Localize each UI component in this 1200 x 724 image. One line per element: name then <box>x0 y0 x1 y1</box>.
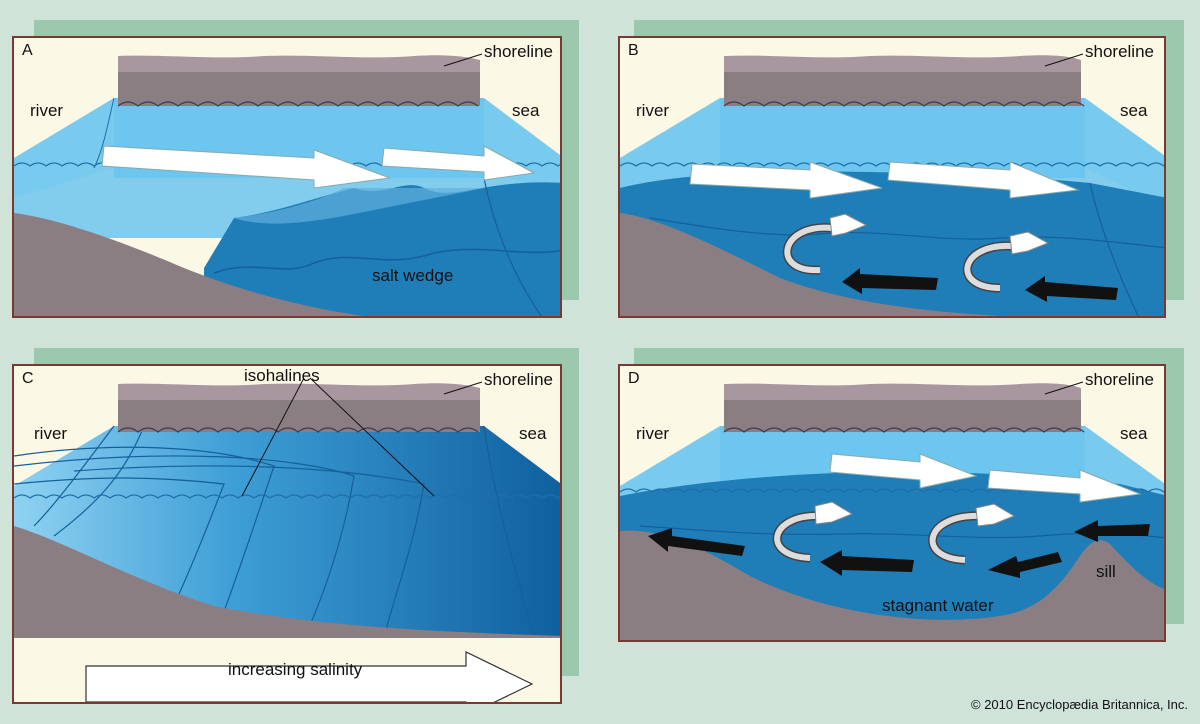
river-label: river <box>30 101 64 120</box>
sea-label: sea <box>1120 424 1148 443</box>
copyright: © 2010 Encyclopædia Britannica, Inc. <box>971 697 1188 712</box>
sill-label: sill <box>1096 562 1116 581</box>
flow-arrow <box>381 145 536 181</box>
panel-b-frame: B shoreline river sea <box>618 36 1166 318</box>
shoreline-block <box>118 68 480 106</box>
river-label: river <box>636 101 670 120</box>
panel-letter: C <box>22 370 34 387</box>
panel-b-illustration <box>620 53 1164 316</box>
sea-label: sea <box>512 101 540 120</box>
panel-c-illustration <box>14 377 560 702</box>
panel-d-frame: D shoreline river sea sill stagnant wate… <box>618 364 1166 642</box>
sea-label: sea <box>1120 101 1148 120</box>
sea-label: sea <box>519 424 547 443</box>
shoreline-label: shoreline <box>1085 42 1154 61</box>
land-with-sill <box>620 530 1164 640</box>
isohalines-label: isohalines <box>244 366 320 385</box>
land-bottom <box>14 213 364 316</box>
shoreline-label: shoreline <box>1085 370 1154 389</box>
panel-a-frame: A shoreline river sea salt wedge <box>12 36 562 318</box>
stagnant-water-label: stagnant water <box>882 596 994 615</box>
panel-a-illustration <box>14 53 560 316</box>
flow-arrow <box>101 145 391 189</box>
salt-wedge-label: salt wedge <box>372 266 454 285</box>
land-bottom <box>14 526 560 638</box>
river-label: river <box>34 424 68 443</box>
land-bottom <box>620 213 1002 316</box>
panel-letter: D <box>628 370 640 387</box>
salinity-arrow <box>85 651 534 702</box>
shoreline-label: shoreline <box>484 370 553 389</box>
panel-letter: A <box>22 42 33 59</box>
panel-c-frame: C isohalines shoreline river sea increas… <box>12 364 562 704</box>
panel-letter: B <box>628 42 639 59</box>
salinity-label: increasing salinity <box>228 660 363 679</box>
shoreline-label: shoreline <box>484 42 553 61</box>
river-label: river <box>636 424 670 443</box>
panel-d-illustration <box>620 381 1164 640</box>
